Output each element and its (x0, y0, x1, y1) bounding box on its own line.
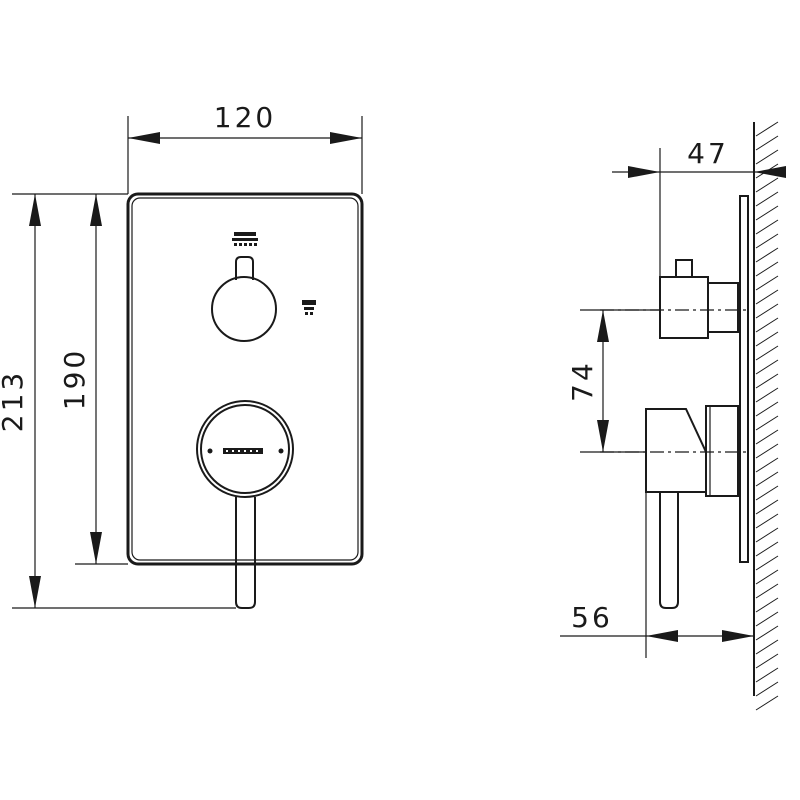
hatch-line (755, 233, 779, 249)
hatch-line (755, 387, 779, 403)
hatch-line (755, 345, 779, 361)
hatch-line (755, 331, 779, 347)
front-view: 120 213 190 (0, 101, 364, 609)
hatch-line (755, 261, 779, 277)
hatch-line (755, 303, 779, 319)
dim-depth-bottom-label: 56 (571, 601, 613, 634)
hatch-line (755, 499, 779, 515)
hatch-line (755, 373, 779, 389)
dim-height-plate-label: 190 (58, 348, 91, 410)
hatch-line (755, 653, 779, 669)
dim-height-outer-label: 213 (0, 370, 29, 432)
hatch-line (755, 625, 779, 641)
hatch-line (755, 135, 779, 151)
dim-depth-bottom: 56 (560, 492, 754, 658)
hatch-line (755, 429, 779, 445)
hatch-line (755, 583, 779, 599)
hatch-line (755, 191, 779, 207)
hatch-line (755, 457, 779, 473)
dim-height-plate: 190 (58, 194, 128, 565)
hatch-line (755, 415, 779, 431)
hatch-line (755, 317, 779, 333)
hatch-line (755, 401, 779, 417)
diverter-knob (211, 256, 277, 342)
hatch-line (755, 667, 779, 683)
hand-shower-icon (302, 300, 316, 315)
dim-height-outer: 213 (0, 193, 236, 609)
dim-width: 120 (127, 101, 363, 194)
hatch-line (755, 471, 779, 487)
dim-spacing: 74 (566, 309, 660, 453)
hatch-line (755, 247, 779, 263)
hatch-line (755, 219, 779, 235)
hatch-line (755, 555, 779, 571)
side-mixer (600, 405, 746, 609)
cover-plate-outer (126, 192, 364, 566)
mixer-escutcheon (196, 400, 294, 498)
hatch-line (755, 597, 779, 613)
hatch-line (755, 569, 779, 585)
hatch-line (755, 639, 779, 655)
cover-plate-inner (131, 197, 359, 561)
hatch-line (755, 275, 779, 291)
hatch-line (755, 611, 779, 627)
hatch-line (755, 149, 779, 165)
hatch-line (755, 485, 779, 501)
dim-depth-top-label: 47 (687, 137, 729, 170)
hatch-line (755, 121, 779, 137)
dim-spacing-label: 74 (566, 360, 599, 402)
dim-depth-top: 47 (612, 137, 786, 277)
hatch-line (755, 205, 779, 221)
hatch-line (755, 527, 779, 543)
hatch-line (755, 695, 779, 711)
side-view: 47 74 56 (560, 121, 786, 711)
shower-head-icon (232, 232, 258, 246)
side-diverter (600, 259, 746, 339)
hatch-line (755, 443, 779, 459)
dim-width-label: 120 (214, 101, 276, 134)
hatch-line (755, 359, 779, 375)
side-cover-plate (739, 195, 749, 563)
wall-hatching (755, 121, 779, 711)
hatch-line (755, 541, 779, 557)
mixer-lever (235, 497, 256, 609)
brand-logo (223, 448, 263, 454)
hatch-line (755, 681, 779, 697)
hatch-line (755, 289, 779, 305)
hatch-line (755, 513, 779, 529)
hatch-line (755, 177, 779, 193)
